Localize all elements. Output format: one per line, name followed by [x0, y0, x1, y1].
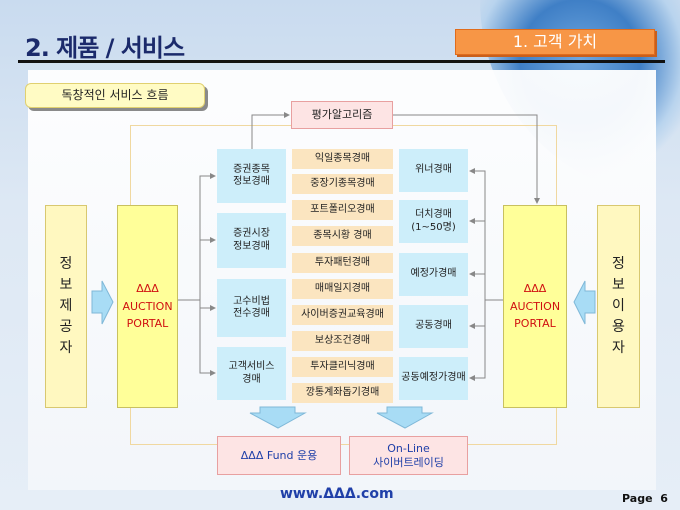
- middle-item: 사이버증권교육경매: [292, 305, 393, 325]
- middle-item: 보상조건경매: [292, 331, 393, 351]
- connector-line: [393, 114, 540, 204]
- connector-line: [251, 112, 290, 149]
- auction-portal-left: ΔΔΔ AUCTION PORTAL: [117, 205, 178, 408]
- website-link[interactable]: www.ΔΔΔ.com: [280, 486, 394, 502]
- info-user-box: 정 보 이 용 자: [597, 205, 640, 408]
- connector-line: [469, 300, 486, 381]
- right-item: 공동경매: [399, 305, 468, 348]
- page-label: Page: [622, 492, 653, 505]
- left-item: 증권시장 정보경매: [217, 213, 286, 268]
- page-value: 6: [660, 492, 668, 505]
- middle-item: 투자패턴경매: [292, 253, 393, 273]
- block-arrow-down-icon: [249, 406, 307, 429]
- right-item: 예정가경매: [399, 253, 468, 296]
- section-tag: 1. 고객 가치: [455, 29, 655, 55]
- middle-item: 종목시황 경매: [292, 226, 393, 246]
- left-item: 고수비법 전수경매: [217, 279, 286, 337]
- page-title: 2. 제품 / 서비스: [25, 34, 185, 62]
- info-provider-box: 정 보 제 공 자: [45, 205, 87, 408]
- middle-item: 익일종목경매: [292, 149, 393, 169]
- middle-item: 투자클리닉경매: [292, 357, 393, 377]
- block-arrow-right-icon: [91, 280, 114, 325]
- left-item: 고객서비스 경매: [217, 347, 286, 400]
- algorithm-box: 평가알고리즘: [291, 101, 393, 129]
- auction-portal-right: ΔΔΔ AUCTION PORTAL: [503, 205, 567, 408]
- block-arrow-left-icon: [573, 280, 596, 325]
- title-divider: [18, 60, 665, 63]
- right-item: 위너경매: [399, 149, 468, 192]
- middle-item: 포트폴리오경매: [292, 200, 393, 220]
- right-item: 공동예정가경매: [399, 357, 468, 400]
- subtitle-label: 독창적인 서비스 흐름: [25, 83, 205, 108]
- right-item: 더치경매 (1~50명): [399, 200, 468, 243]
- cyber-trading-output-box: On-Line 사이버트레이딩: [349, 436, 468, 475]
- connector-line: [199, 300, 216, 376]
- connector-line: [178, 173, 216, 301]
- left-item: 증권종목 정보경매: [217, 149, 286, 203]
- block-arrow-down-icon: [376, 406, 434, 429]
- middle-item: 매매일지경매: [292, 279, 393, 299]
- page-number: Page 6: [622, 492, 668, 505]
- middle-item: 깡통계좌돕기경매: [292, 383, 393, 403]
- fund-output-box: ΔΔΔ Fund 운용: [217, 436, 341, 475]
- connector-line: [469, 168, 503, 301]
- middle-item: 중장기종목경매: [292, 174, 393, 194]
